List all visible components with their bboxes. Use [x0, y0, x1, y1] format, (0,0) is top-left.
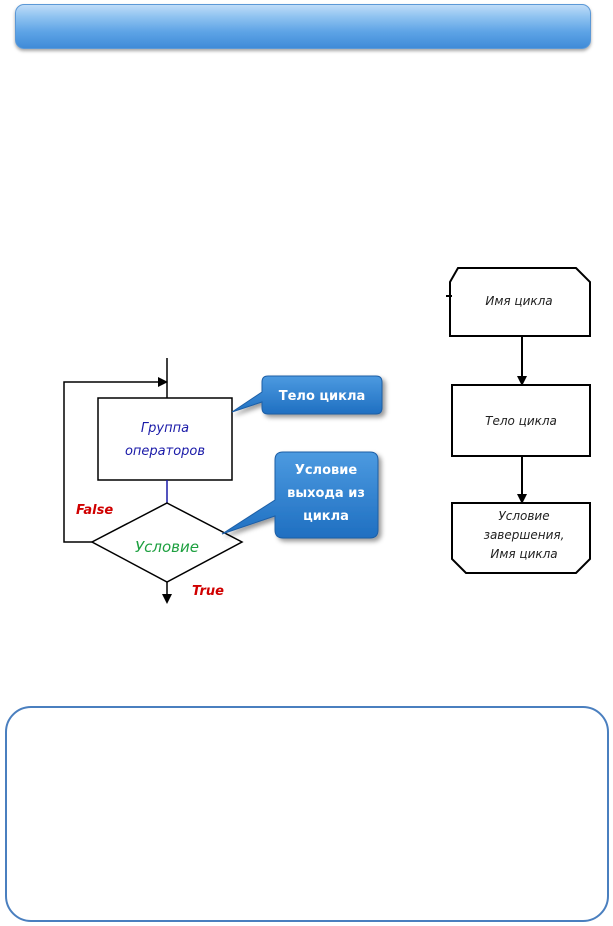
right-flowchart: Имя цикла Тело цикла Условие завершения,… — [446, 267, 591, 574]
loop-back-line — [63, 377, 168, 543]
callout-body-text: Тело цикла — [279, 389, 366, 404]
loop-body-block — [451, 384, 591, 457]
header-banner — [15, 4, 591, 49]
loop-body-text: Тело цикла — [485, 414, 557, 428]
callout-body — [231, 375, 383, 415]
true-label: True — [192, 584, 224, 599]
loop-start-block — [449, 267, 591, 337]
false-label: False — [76, 503, 113, 518]
loop-end-block — [451, 502, 591, 574]
process-text-line2: операторов — [125, 444, 205, 459]
loop-end-line2: завершения, — [484, 528, 565, 542]
loop-start-text: Имя цикла — [485, 294, 552, 308]
condition-text: Условие — [135, 538, 199, 556]
callout-exit-line1: Условие — [295, 463, 358, 478]
process-box — [97, 397, 233, 481]
process-text-line1: Группа — [141, 421, 189, 436]
flowcharts: Группа операторов Условие False True Тел… — [63, 267, 591, 604]
callout-exit-line2: выхода из — [287, 486, 365, 501]
loop-end-line1: Условие — [498, 509, 549, 523]
left-flowchart: Группа операторов Условие False True Тел… — [63, 358, 383, 604]
callout-exit — [221, 451, 379, 539]
loop-end-line3: Имя цикла — [490, 547, 557, 561]
bottom-panel — [5, 706, 609, 922]
callout-exit-line3: цикла — [303, 509, 349, 524]
